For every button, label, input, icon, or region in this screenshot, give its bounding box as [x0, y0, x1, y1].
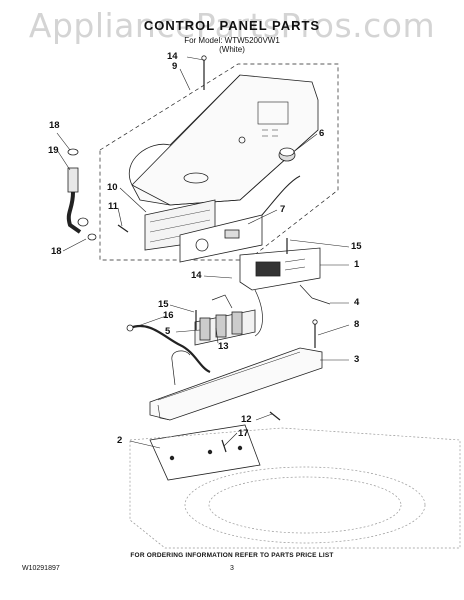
callout-12: 12	[241, 414, 252, 425]
callout-9: 9	[172, 61, 178, 72]
callout-16: 16	[163, 310, 174, 321]
callout-18-top: 18	[49, 120, 60, 131]
callout-10: 10	[107, 182, 118, 193]
callout-15-right: 15	[351, 241, 362, 252]
callout-6: 6	[319, 128, 325, 139]
color-line: (White)	[219, 45, 245, 54]
callout-11: 11	[108, 201, 119, 212]
ui-board	[179, 175, 301, 263]
page-title: CONTROL PANEL PARTS	[143, 18, 321, 33]
wire-harness	[129, 325, 211, 374]
brand-badge	[183, 172, 209, 184]
main-control	[239, 247, 321, 291]
dashed-frame	[99, 63, 339, 261]
display-window	[257, 101, 289, 125]
callout-13: 13	[218, 341, 229, 352]
callout-7: 7	[280, 204, 286, 215]
ordering-note: FOR ORDERING INFORMATION REFER TO PARTS …	[130, 552, 334, 559]
callout-15-left: 15	[158, 299, 169, 310]
callout-17: 17	[238, 428, 249, 439]
callout-1: 1	[354, 259, 360, 270]
callout-14-mid: 14	[191, 270, 202, 281]
callout-4: 4	[354, 297, 360, 308]
document-number: W10291897	[22, 565, 60, 572]
callout-3: 3	[354, 354, 360, 365]
callout-19: 19	[48, 145, 59, 156]
hose-assembly	[66, 148, 97, 241]
model-line: For Model: WTW5200VW1	[184, 36, 280, 45]
page-number: 3	[230, 565, 234, 572]
callout-8: 8	[354, 319, 360, 330]
control-knob	[278, 147, 296, 162]
mounting-plate	[149, 424, 261, 481]
console-shell	[129, 74, 319, 206]
callout-5: 5	[165, 326, 171, 337]
cabinet-top	[129, 427, 461, 549]
callout-18-bottom: 18	[51, 246, 62, 257]
callout-14-top: 14	[167, 51, 178, 62]
console-base	[149, 347, 323, 421]
knob-hole	[238, 136, 246, 144]
water-valves	[194, 294, 256, 346]
callout-2: 2	[117, 435, 123, 446]
